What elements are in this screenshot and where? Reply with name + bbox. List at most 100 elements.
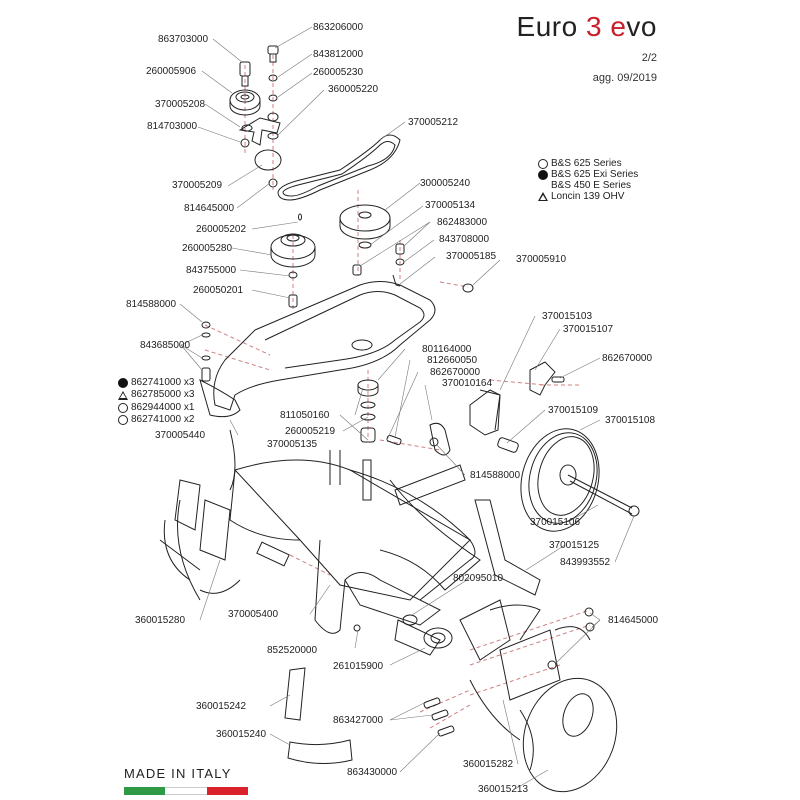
variant-item: 862741000 x3	[118, 377, 194, 389]
part-label[interactable]: 814588000	[470, 470, 521, 481]
nut	[585, 622, 595, 632]
bolt	[437, 725, 455, 737]
model-title: Euro 3 evo	[517, 12, 657, 42]
bolt	[395, 243, 405, 255]
part-label[interactable]: 370010164	[442, 378, 493, 389]
part-label[interactable]: 260005202	[196, 224, 247, 235]
part-label[interactable]: 260005219	[285, 426, 336, 437]
part-label[interactable]: 360015213	[478, 784, 529, 795]
bearing-stack	[357, 379, 379, 443]
part-number[interactable]: 862944000	[131, 401, 182, 413]
part-label[interactable]: 260005230	[313, 67, 364, 78]
made-in-italy-label: MADE IN ITALY	[124, 766, 232, 781]
part-label[interactable]: 843708000	[439, 234, 490, 245]
part-label[interactable]: 862483000	[437, 217, 488, 228]
belt-guard-tray	[199, 281, 436, 418]
idler-pulley-assembly	[229, 45, 282, 188]
part-label[interactable]: 811050160	[280, 410, 330, 421]
part-label[interactable]: 370005212	[408, 117, 459, 128]
no-symbol-icon	[538, 181, 548, 191]
variant-item: 862785000 x3	[118, 389, 194, 401]
part-label[interactable]: 260005906	[146, 66, 197, 77]
part-label[interactable]: 370005400	[228, 609, 279, 620]
tine-blade	[284, 667, 306, 721]
part-label[interactable]: 370015108	[605, 415, 656, 426]
part-label[interactable]: 370005134	[425, 200, 476, 211]
part-label[interactable]: 260050201	[193, 285, 244, 296]
part-label[interactable]: 370015109	[548, 405, 599, 416]
part-label[interactable]: 260005280	[182, 243, 233, 254]
part-number[interactable]: 862785000	[131, 389, 182, 401]
left-tine-rotor	[159, 429, 290, 601]
part-label[interactable]: 370015107	[563, 324, 614, 335]
part-label[interactable]: 370005209	[172, 180, 223, 191]
part-label[interactable]: 852520000	[267, 645, 318, 656]
right-tine-rotor	[394, 599, 591, 771]
legend-label: B&S 450 E Series	[551, 180, 632, 191]
washer	[201, 332, 211, 338]
part-label[interactable]: 370005185	[446, 251, 497, 262]
quantity: x1	[183, 401, 195, 413]
part-label[interactable]: 370005440	[155, 430, 206, 441]
title-part: Euro	[516, 11, 586, 42]
part-label[interactable]: 370005135	[267, 439, 318, 450]
part-label[interactable]: 801164000	[422, 344, 472, 355]
v-belt	[277, 134, 401, 201]
bolt	[423, 697, 441, 709]
leader-lines	[179, 26, 635, 790]
variant-item: 862741000 x2	[118, 414, 194, 426]
tiller-transmission-body	[229, 450, 481, 634]
part-label[interactable]: 360005220	[328, 84, 379, 95]
part-label[interactable]: 360015240	[216, 729, 267, 740]
part-label[interactable]: 863206000	[313, 22, 364, 33]
part-label[interactable]: 360015280	[135, 615, 186, 626]
triangle-open-icon	[538, 192, 548, 201]
part-label[interactable]: 863430000	[347, 767, 398, 778]
engine-variant-bolts: 862741000 x3 862785000 x3 862944000 x1 8…	[118, 377, 194, 426]
title-part-accent: 3	[585, 11, 611, 42]
legend-label: Loncin 139 OHV	[551, 191, 625, 202]
wheel-bracket	[386, 361, 565, 456]
quantity: x3	[183, 389, 195, 401]
title-part-accent: e	[610, 11, 627, 42]
part-label[interactable]: 370015103	[542, 311, 593, 322]
part-label[interactable]: 862670000	[430, 367, 481, 378]
part-label[interactable]: 370015125	[549, 540, 600, 551]
part-label[interactable]: 370015106	[530, 517, 581, 528]
transport-wheel	[520, 428, 640, 532]
part-label[interactable]: 843755000	[186, 265, 237, 276]
part-label[interactable]: 843993552	[560, 557, 611, 568]
part-label[interactable]: 814588000	[126, 299, 177, 310]
quantity: x3	[183, 377, 195, 388]
part-label[interactable]: 843812000	[313, 49, 364, 60]
legend-item: B&S 625 Series	[538, 158, 638, 169]
part-label[interactable]: 863427000	[333, 715, 384, 726]
part-label[interactable]: 814645000	[608, 615, 659, 626]
part-label[interactable]: 802095010	[453, 573, 504, 584]
cap	[462, 283, 474, 293]
part-label[interactable]: 300005240	[420, 178, 471, 189]
depth-bar	[474, 499, 541, 596]
part-label[interactable]: 360015282	[463, 759, 514, 770]
nut	[201, 321, 211, 329]
circle-open-icon	[118, 415, 128, 426]
washer	[201, 355, 211, 361]
page-number: 2/2	[641, 52, 657, 64]
part-number[interactable]: 862741000	[131, 413, 182, 425]
part-label[interactable]: 862670000	[602, 353, 653, 364]
part-label[interactable]: 261015900	[333, 661, 384, 672]
part-label[interactable]: 814645000	[184, 203, 235, 214]
part-label[interactable]: 360015242	[196, 701, 247, 712]
part-label[interactable]: 843685000	[140, 340, 191, 351]
part-label[interactable]: 370005910	[516, 254, 567, 265]
part-label[interactable]: 863703000	[158, 34, 209, 45]
part-number[interactable]: 862741000	[131, 377, 182, 388]
legend-label: B&S 625 Series	[551, 158, 622, 169]
part-label[interactable]: 370005208	[155, 99, 206, 110]
part-label[interactable]: 812660050	[427, 355, 478, 366]
circle-open-icon	[118, 402, 128, 413]
legend-item: B&S 625 Exi Series	[538, 169, 638, 180]
part-label[interactable]: 814703000	[147, 121, 198, 132]
nut	[547, 660, 557, 670]
